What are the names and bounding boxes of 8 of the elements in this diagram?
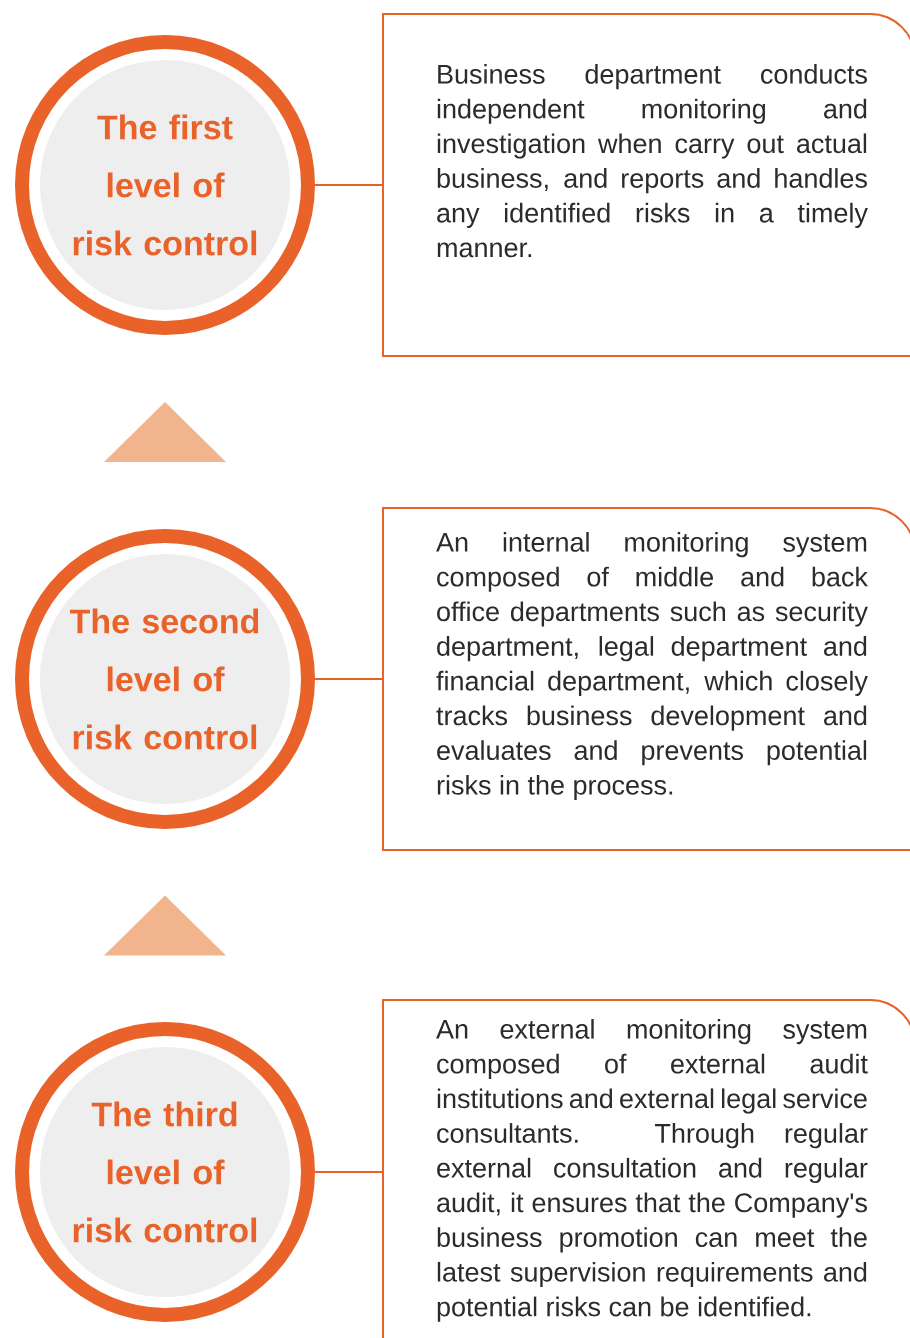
- description-box: Business department conducts independent monitoring and investigation when carry out actual business, and reports and handles any identified risks in a timely manner.: [382, 13, 910, 357]
- triangle-arrow: [104, 402, 226, 462]
- triangle-arrow: [104, 895, 226, 956]
- description-box: An internal monitoring system composed of middle and back office departments such as security department, legal department and financial department, which closely tracks business development and evaluates and prevents potential risks in the process.: [382, 507, 910, 851]
- connector-line: [314, 1171, 384, 1173]
- connector-line: [314, 678, 384, 680]
- description-box: An external monitoring system composed of external audit institutions and external legal service consultants. Through regular external consultation and regular audit, it ensures that the Company's business promotion can meet the latest supervision requirements and potential risks can be identified.: [382, 999, 910, 1338]
- connector-line: [314, 184, 384, 186]
